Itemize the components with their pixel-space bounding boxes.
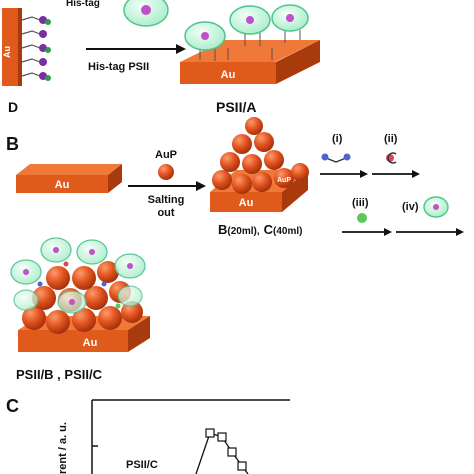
step-ii-label: (ii) bbox=[384, 133, 398, 145]
stack-plate-label: Au bbox=[239, 197, 254, 209]
panel-a-left-caption: D bbox=[8, 99, 18, 115]
final-caption: PSII/B , PSII/C bbox=[16, 367, 103, 382]
final-plate-label: Au bbox=[83, 337, 98, 349]
stack-aup-tag: AuP bbox=[277, 177, 291, 184]
his-tag-label: His-tag bbox=[66, 0, 100, 9]
au-plate-label: Au bbox=[221, 69, 236, 81]
bare-plate-label: Au bbox=[55, 179, 70, 191]
nta-icon bbox=[386, 152, 397, 164]
y-axis-label: rent / a. u. bbox=[57, 422, 69, 474]
stack-au-plate bbox=[210, 192, 282, 212]
panel-a: Au His-tag His-tag PSII Au bbox=[2, 0, 320, 115]
panel-c: C rent / a. u. PSII/C bbox=[6, 396, 290, 474]
linker-icon bbox=[321, 153, 351, 163]
aup-stack bbox=[212, 117, 309, 194]
electrode-label: Au bbox=[2, 46, 12, 58]
immobilized-psii bbox=[184, 4, 309, 61]
step-i-label: (i) bbox=[332, 133, 343, 145]
linker-molecules bbox=[21, 16, 41, 77]
panel-b-letter: B bbox=[6, 134, 19, 154]
panel-b: B Au AuP Salting out Au Au bbox=[6, 117, 464, 382]
step-iii-label: (iii) bbox=[352, 197, 369, 209]
bare-au-plate bbox=[16, 175, 108, 193]
aup-label: AuP bbox=[155, 149, 177, 161]
bare-au-plate-top bbox=[16, 164, 122, 175]
panel-a-right-caption: PSII/A bbox=[216, 99, 256, 115]
panel-c-letter: C bbox=[6, 396, 19, 416]
final-au-plate bbox=[18, 330, 128, 352]
series-markers bbox=[205, 428, 247, 471]
final-psii-proteins bbox=[10, 237, 146, 314]
salting-label-2: out bbox=[157, 207, 174, 219]
vertical-electrode bbox=[2, 8, 18, 86]
au-plate bbox=[180, 62, 276, 84]
aup-sphere bbox=[158, 164, 174, 180]
ni-ion-icon bbox=[357, 213, 367, 223]
arrow-label: His-tag PSII bbox=[88, 61, 149, 73]
salting-label-1: Salting bbox=[148, 194, 185, 206]
sample-b-label: B(20ml),C(40ml) bbox=[218, 222, 302, 237]
series-label: PSII/C bbox=[126, 459, 158, 471]
step-iv-label: (iv) bbox=[402, 201, 419, 213]
